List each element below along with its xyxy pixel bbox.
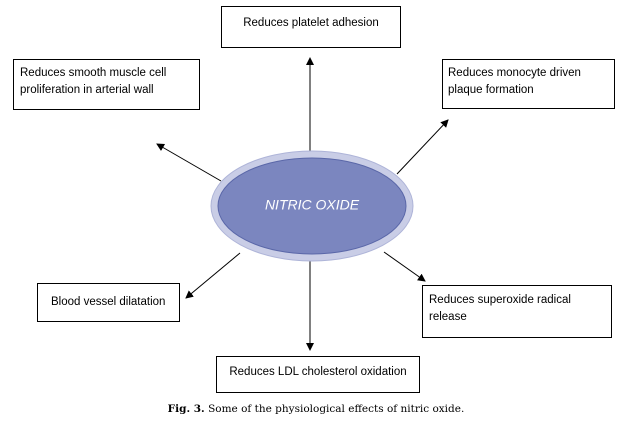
figure-caption: Fig. 3. Some of the physiological effect… [0,403,632,415]
arrow-to-top-left [156,143,222,182]
effect-bottom-label: Reduces LDL cholesterol oxidation [229,366,407,378]
arrow-to-top-right [396,119,449,175]
effect-box-top: Reduces platelet adhesion [221,6,401,48]
arrow-to-bottom-right [383,251,426,282]
effect-top-left-line2: proliferation in arterial wall [20,84,154,96]
caption-label: Fig. 3. [167,403,205,415]
effect-top-right-line2: plaque formation [448,84,534,96]
effect-box-bottom: Reduces LDL cholesterol oxidation [216,356,420,393]
center-ellipse [217,157,407,255]
effect-box-top-right: Reduces monocyte driven plaque formation [442,59,615,109]
center-label: NITRIC OXIDE [265,197,360,213]
effect-bottom-right-line1: Reduces superoxide radical [429,294,571,306]
arrow-to-left [185,252,241,299]
effect-top-label: Reduces platelet adhesion [243,17,379,29]
effect-bottom-right-line2: release [429,311,467,323]
effect-box-left: Blood vessel dilatation [37,283,180,322]
effect-top-left-line1: Reduces smooth muscle cell [20,67,167,79]
effect-left-label: Blood vessel dilatation [51,296,166,308]
effect-box-bottom-right: Reduces superoxide radical release [422,285,612,338]
effect-top-right-line1: Reduces monocyte driven [448,67,581,79]
effect-box-top-left: Reduces smooth muscle cell proliferation… [13,59,200,110]
caption-text: Some of the physiological effects of nit… [208,403,465,415]
